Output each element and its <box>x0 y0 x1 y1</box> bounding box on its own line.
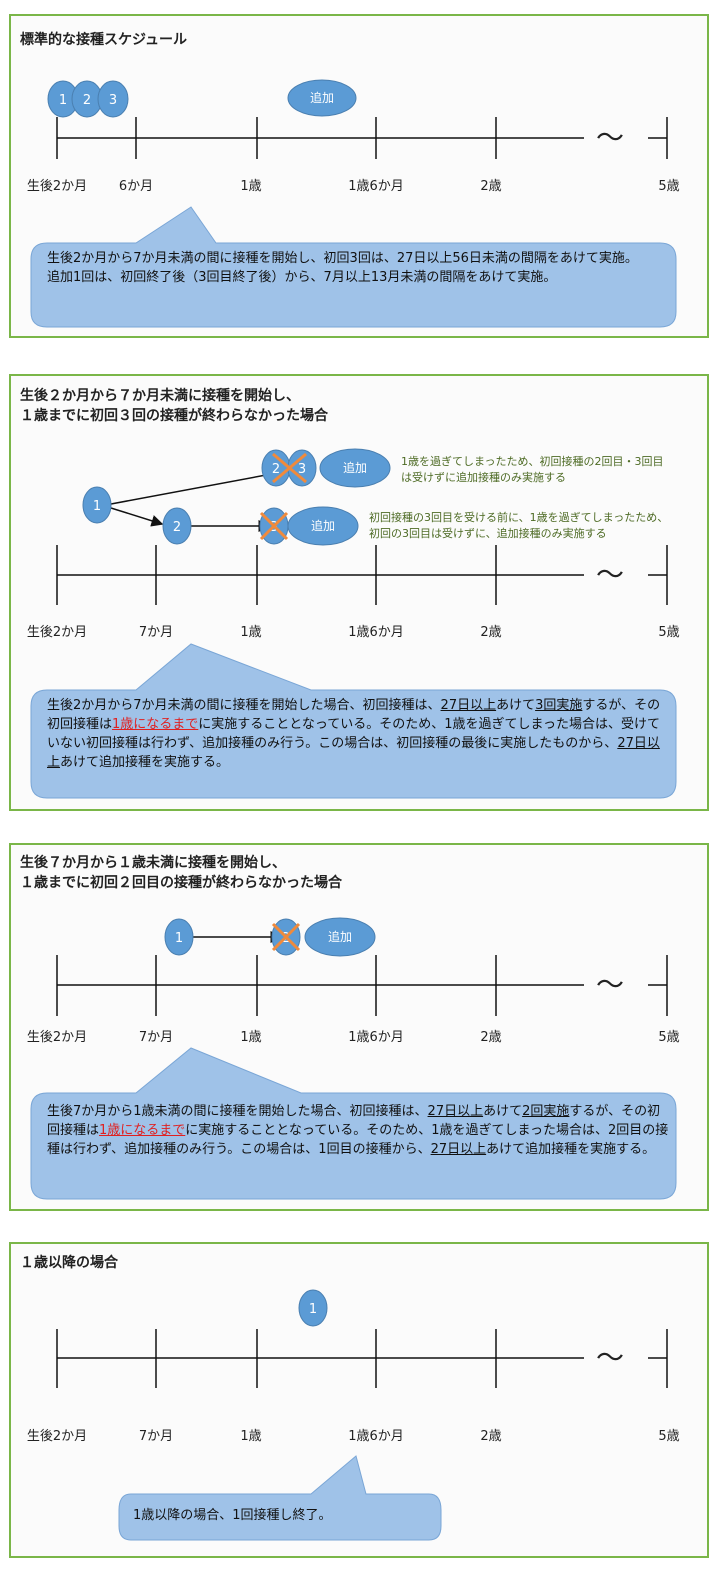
callout-text: 生後7か月から1歳未満の間に接種を開始した場合、初回接種は、27日以上あけて2回… <box>47 1104 669 1157</box>
tick-label: 生後2か月 <box>26 1429 88 1444</box>
dose-node: 1 <box>164 918 194 956</box>
annotation-note: 初回接種の3回目を受ける前に、1歳を過ぎてしまったため、 初回の3回目は受けずに… <box>369 511 669 540</box>
tick-label: 1歳6か月 <box>348 179 404 194</box>
late-start-3dose-panel: 生後２か月から７か月未満に接種を開始し、 １歳までに初回３回の接種が終わらなかっ… <box>9 374 709 811</box>
tick-label: 生後2か月 <box>26 179 88 194</box>
svg-text:追加: 追加 <box>311 518 335 533</box>
tick-label: 2歳 <box>480 625 502 640</box>
late-start-2dose-panel: 生後７か月から１歳未満に接種を開始し、 １歳までに初回２回目の接種が終わらなかっ… <box>9 843 709 1211</box>
tick-label: 5歳 <box>658 625 680 640</box>
skipped-dose-node: 2 3 <box>261 449 317 487</box>
tick-label: 6か月 <box>118 179 154 194</box>
tick-label: 2歳 <box>480 179 502 194</box>
tick-label: 5歳 <box>658 179 680 194</box>
tick-label: 5歳 <box>658 1030 680 1045</box>
callout-bubble <box>30 206 677 328</box>
arrow <box>110 507 164 527</box>
svg-text:1: 1 <box>175 931 183 946</box>
callout-bubble <box>118 1455 442 1541</box>
tick-label: 2歳 <box>480 1030 502 1045</box>
svg-text:2: 2 <box>83 93 91 108</box>
tick-label: 7か月 <box>138 1030 174 1045</box>
tick-label: 2歳 <box>480 1429 502 1444</box>
booster-node: 追加 <box>287 506 359 546</box>
panel-title: １歳以降の場合 <box>20 1255 118 1271</box>
tick-label: 1歳6か月 <box>348 1429 404 1444</box>
after-1-year-panel: １歳以降の場合 1 ～ 生後2か月 7か月 1歳 1歳6か月 2歳 5歳 1歳以… <box>9 1242 709 1558</box>
callout-bubble <box>30 1047 677 1200</box>
panel-title: 生後２か月から７か月未満に接種を開始し、 １歳までに初回３回の接種が終わらなかっ… <box>20 388 328 424</box>
timeline-diagram: 1 2 3 追加 <box>30 79 677 328</box>
standard-schedule-panel: 標準的な接種スケジュール 1 2 3 追加 ～ 生後2か月 6か月 1歳 1歳6… <box>9 14 709 338</box>
tick-label: 7か月 <box>138 1429 174 1444</box>
dose-node: 2 <box>71 80 103 118</box>
callout-text: 生後2か月から7か月未満の間に接種を開始し、初回3回は、27日以上56日未満の間… <box>47 251 638 285</box>
tick-label: 1歳 <box>240 1429 262 1444</box>
callout-text: 1歳以降の場合、1回接種し終了。 <box>133 1508 332 1523</box>
cross-mark <box>259 511 289 541</box>
skipped-dose-node: 2 <box>271 918 301 956</box>
tilde-symbol: ～ <box>596 968 625 1001</box>
booster-node: 追加 <box>304 917 376 957</box>
booster-node: 追加 <box>319 448 391 488</box>
tick-label: 生後2か月 <box>26 625 88 640</box>
timeline-diagram: 1 2 追加 <box>30 917 677 1200</box>
timeline-diagram: 1 <box>56 1289 668 1541</box>
tick-label: 7か月 <box>138 625 174 640</box>
annotation-note: 1歳を過ぎてしまったため、初回接種の2回目・3回目 は受けずに追加接種のみ実施す… <box>401 455 664 484</box>
dose-node: 2 <box>162 507 192 545</box>
timeline-diagram: 1 2 2 3 追加 3 追加 <box>30 448 677 799</box>
cross-mark <box>271 922 301 952</box>
svg-text:1: 1 <box>309 1302 317 1317</box>
tilde-symbol: ～ <box>596 1341 625 1374</box>
svg-text:2: 2 <box>272 462 280 477</box>
svg-text:3: 3 <box>298 462 306 477</box>
svg-text:1: 1 <box>93 499 101 514</box>
tick-label: 1歳 <box>240 179 262 194</box>
dose-node: 1 <box>82 486 112 524</box>
dose-node: 3 <box>97 80 129 118</box>
cross-mark <box>272 452 307 484</box>
dose-node: 1 <box>298 1289 328 1327</box>
callout-bubble <box>30 643 677 799</box>
svg-text:追加: 追加 <box>328 929 352 944</box>
svg-text:追加: 追加 <box>343 460 367 475</box>
svg-text:3: 3 <box>109 93 117 108</box>
tick-label: 5歳 <box>658 1429 680 1444</box>
tilde-symbol: ～ <box>596 121 625 154</box>
panel-title: 生後７か月から１歳未満に接種を開始し、 １歳までに初回２回目の接種が終わらなかっ… <box>20 855 342 891</box>
skipped-dose-node: 3 <box>259 507 289 545</box>
tick-label: 1歳 <box>240 625 262 640</box>
svg-text:追加: 追加 <box>310 90 334 105</box>
svg-text:1: 1 <box>59 93 67 108</box>
tick-label: 1歳6か月 <box>348 625 404 640</box>
tick-label: 1歳6か月 <box>348 1030 404 1045</box>
tilde-symbol: ～ <box>596 558 625 591</box>
tick-label: 1歳 <box>240 1030 262 1045</box>
tick-label: 生後2か月 <box>26 1030 88 1045</box>
callout-text: 生後2か月から7か月未満の間に接種を開始した場合、初回接種は、27日以上あけて3… <box>47 698 661 770</box>
booster-node: 追加 <box>287 79 357 117</box>
panel-title: 標準的な接種スケジュール <box>20 32 188 48</box>
svg-text:2: 2 <box>173 520 181 535</box>
